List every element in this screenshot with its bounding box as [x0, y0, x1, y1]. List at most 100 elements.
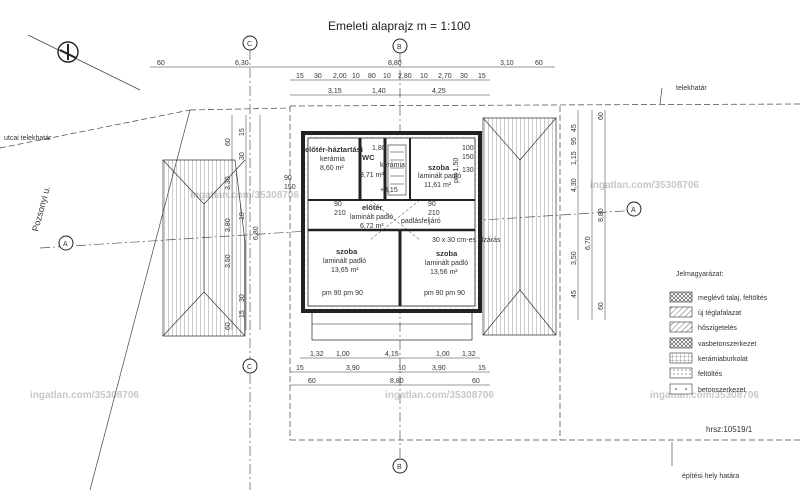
left-dimensions [231, 115, 261, 330]
dim-label: 1,40 [372, 88, 386, 95]
door-note: 150 [284, 184, 296, 191]
watermark: ingatlan.com/35308706 [190, 190, 299, 201]
watermarks: ingatlan.com/35308706 ingatlan.com/35308… [30, 180, 759, 401]
legend-label: meglévő talaj, feltöltés [698, 295, 768, 302]
door-dims: pm 90 pm 90 [322, 290, 363, 297]
room-area: 6,72 m² [360, 223, 384, 230]
dim-label: 15 [478, 365, 486, 372]
street-boundary-label: utcai telekhatár [4, 135, 52, 142]
axis-label-a: A [63, 241, 68, 248]
dim-label: 1,00 [436, 351, 450, 358]
room-area: 11,61 m² [424, 182, 452, 189]
dim-label: 30 [239, 152, 246, 160]
room-name: szoba [336, 247, 358, 256]
legend-swatch [669, 337, 693, 349]
dim-label: 2,00 [333, 73, 347, 80]
top-dimensions [150, 66, 555, 96]
dim-label: 15 [296, 365, 304, 372]
bottom-dim-labels: 1,32 1,00 4,15 1,00 1,32 15 3,90 10 3,90… [296, 351, 486, 385]
dim-label: 15 [478, 73, 486, 80]
legend-swatch [669, 291, 693, 303]
legend-title: Jelmagyarázat: [676, 271, 724, 278]
dim-label: 60 [598, 112, 605, 120]
room-area: 13,56 m² [430, 269, 458, 276]
legend-swatch [669, 352, 693, 364]
dim-label: 3,30 [225, 176, 232, 190]
room-name: szoba [436, 249, 458, 258]
axis-label-b: B [397, 464, 402, 471]
dim-label: 80 [368, 73, 376, 80]
dim-label: 3,80 [225, 218, 232, 232]
door-note: 90 [334, 201, 342, 208]
room-floor: kerámia [380, 162, 405, 169]
room-level: +3,15 [380, 187, 398, 194]
dim-label: 60 [225, 322, 232, 330]
room-floor: laminált padló [425, 260, 468, 267]
door-note: 210 [428, 210, 440, 217]
dim-label: 3,90 [432, 365, 446, 372]
legend-swatch [669, 306, 693, 318]
right-dim-labels: 45 60 1,15 95 4,30 6,70 8,80 3,50 45 60 [571, 112, 605, 310]
legend-swatch [669, 383, 693, 395]
room-dim: pm 1,50 [453, 158, 460, 183]
legend-label: vasbetonszerkezet [698, 341, 756, 348]
dim-label: 4,15 [385, 351, 399, 358]
dim-label: 6,70 [585, 236, 592, 250]
build-limit-label: építési hely határa [682, 473, 739, 480]
watermark: ingatlan.com/35308706 [385, 390, 494, 401]
dim-label: 8,80 [388, 60, 402, 67]
room-name: szoba [428, 163, 450, 172]
room-dim: 1,80 [372, 145, 386, 152]
dim-label: 1,15 [571, 151, 578, 165]
attic-note: padlásfeljáró [401, 218, 441, 225]
door-note: 90 [428, 201, 436, 208]
room-floor: laminált padló [350, 214, 393, 221]
door-note: 210 [334, 210, 346, 217]
dim-label: 2,70 [438, 73, 452, 80]
dim-label: 45 [571, 124, 578, 132]
dim-label: 3,90 [346, 365, 360, 372]
dim-label: 1,32 [310, 351, 324, 358]
room-floor: kerámia [320, 156, 345, 163]
right-dimensions [577, 110, 606, 320]
dim-label: 30 [239, 294, 246, 302]
dim-label: 1,00 [336, 351, 350, 358]
parcel-number: hrsz:10519/1 [706, 425, 753, 434]
hatch-note: 30 x 30 cm-es elzárás [432, 237, 501, 244]
axis-markers: C B A A C B [58, 35, 642, 474]
dim-label: 60 [598, 302, 605, 310]
dim-label: 6,80 [253, 226, 260, 240]
axis-label-c: C [247, 364, 252, 371]
dim-label: 10 [383, 73, 391, 80]
top-dim-labels: 60 6,30 8,80 3,10 60 15 30 2,00 10 80 10… [157, 60, 543, 95]
legend-label: hőszigetelés [698, 325, 737, 332]
dim-label: 4,30 [571, 178, 578, 192]
dim-label: 2,80 [398, 73, 412, 80]
dim-label: 1,32 [462, 351, 476, 358]
door-note: 90 [284, 175, 292, 182]
left-dim-labels: 60 15 30 3,30 10 3,80 3,50 6,80 30 15 60 [225, 128, 260, 330]
dim-label: 10 [398, 365, 406, 372]
dim-label: 60 [225, 138, 232, 146]
door-note: 130 [462, 167, 474, 174]
dim-label: 60 [472, 378, 480, 385]
legend: Jelmagyarázat: meglévő talaj, feltöltés … [669, 271, 768, 395]
room-name: előtér [362, 203, 383, 212]
dim-label: 15 [296, 73, 304, 80]
room-name: előtér-háztartási [305, 145, 363, 154]
legend-swatch [669, 367, 693, 379]
plan-title: Emeleti alaprajz m = 1:100 [328, 19, 471, 33]
dim-label: 60 [308, 378, 316, 385]
dim-label: 15 [239, 310, 246, 318]
legend-label: kerámiaburkolat [698, 356, 748, 363]
room-area: 3,71 m² [360, 172, 384, 179]
north-arrow-icon [27, 34, 141, 91]
room-floor: laminált padló [323, 258, 366, 265]
dim-label: 10 [352, 73, 360, 80]
axis-label-b: B [397, 44, 402, 51]
legend-swatch [669, 321, 693, 333]
dim-label: 3,10 [500, 60, 514, 67]
legend-label: új téglafalazat [698, 310, 741, 317]
building-walls [301, 131, 482, 341]
